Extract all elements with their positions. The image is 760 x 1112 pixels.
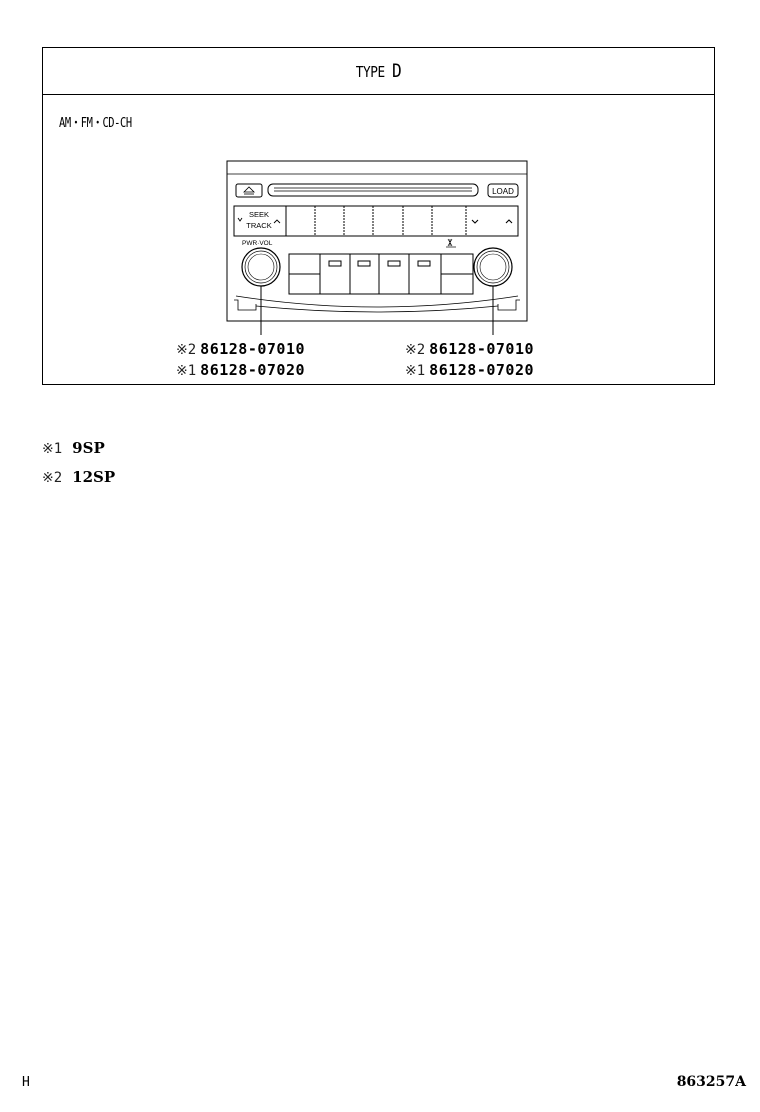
- eject-button: [235, 183, 263, 198]
- type-title: TYPE D: [93, 60, 663, 82]
- load-button: LOAD: [487, 183, 519, 198]
- pwr-vol-knob: [241, 247, 281, 287]
- down-up-buttons: [471, 219, 513, 224]
- center-button-block: [288, 253, 474, 295]
- footer-left-code: H: [22, 1075, 30, 1090]
- svg-text:SEEK: SEEK: [249, 210, 269, 219]
- audio-icon: [446, 238, 456, 248]
- type-prefix: TYPE: [355, 63, 385, 81]
- seek-track-button: SEEK TRACK: [233, 205, 287, 237]
- illustration-number: 863257A: [676, 1074, 746, 1090]
- variant-label: AM・FM・CD-CH: [59, 116, 132, 131]
- cd-slot: [267, 183, 479, 197]
- pwr-vol-label: PWR·VOL: [242, 240, 273, 247]
- svg-text:TRACK: TRACK: [246, 221, 271, 230]
- type-letter: D: [391, 60, 402, 82]
- frame-header: TYPE D: [43, 48, 714, 95]
- svg-text:LOAD: LOAD: [492, 187, 514, 196]
- tune-knob: [473, 247, 513, 287]
- preset-buttons: [314, 206, 467, 236]
- radio-unit-illustration: LOAD SEEK TRACK PWR·VOL: [226, 160, 528, 335]
- diagram-frame: TYPE D AM・FM・CD-CH LOAD SEEK T: [42, 47, 715, 385]
